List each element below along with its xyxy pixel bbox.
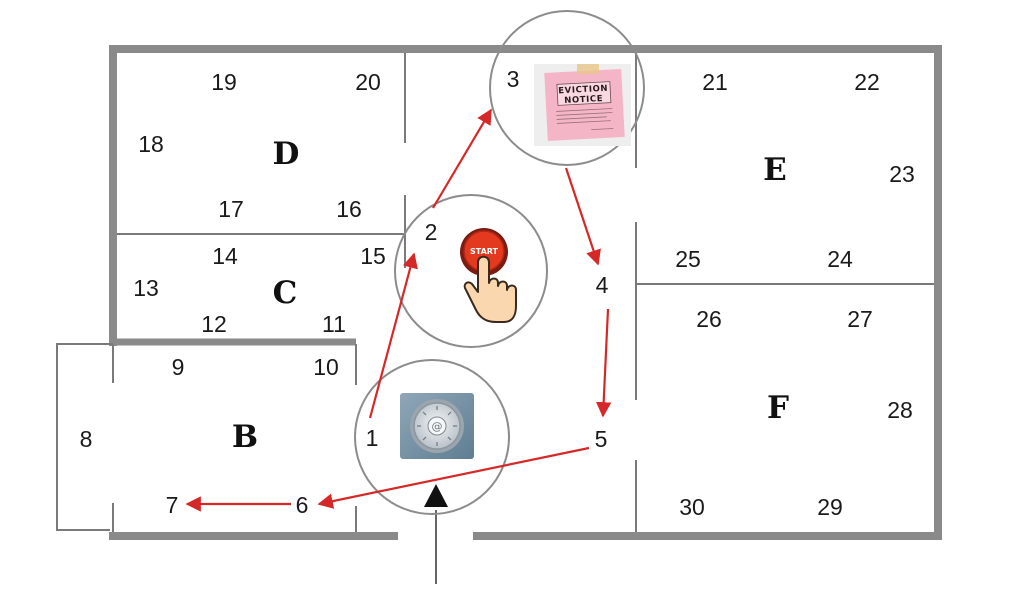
pos-24: 24 [827, 246, 853, 272]
circle-eviction [489, 10, 645, 166]
entrance [424, 484, 448, 584]
room-label-c: C [273, 275, 298, 311]
start-button-press-icon: START [460, 228, 517, 323]
pos-5: 5 [595, 426, 608, 452]
pos-8: 8 [80, 426, 93, 452]
pos-12: 12 [201, 311, 227, 337]
pos-3: 3 [507, 66, 520, 92]
pos-7: 7 [166, 492, 179, 518]
pos-20: 20 [355, 69, 381, 95]
pos-4: 4 [596, 272, 609, 298]
pos-2: 2 [425, 219, 438, 245]
pos-22: 22 [854, 69, 880, 95]
pos-10: 10 [313, 354, 339, 380]
pos-15: 15 [360, 243, 386, 269]
pos-25: 25 [675, 246, 701, 272]
entrance-arrow-icon [424, 484, 448, 507]
pos-9: 9 [172, 354, 185, 380]
pos-1: 1 [366, 425, 379, 451]
room-labels: D C B E F [232, 136, 789, 455]
room-label-b: B [232, 419, 258, 455]
pos-27: 27 [847, 306, 873, 332]
start-label: START [470, 247, 499, 256]
pos-16: 16 [336, 196, 362, 222]
pos-17: 17 [218, 196, 244, 222]
wall-b-annex [56, 343, 113, 531]
position-numbers: 1 2 3 4 5 6 7 8 9 10 11 12 13 14 15 16 1… [80, 66, 915, 520]
eviction-notice-icon: EVICTION NOTICE [534, 64, 631, 146]
wall-clock-at-symbol-icon: @ [400, 393, 474, 459]
pos-21: 21 [702, 69, 728, 95]
pos-26: 26 [696, 306, 722, 332]
route-5-to-6 [317, 446, 590, 509]
notice-title-line1: EVICTION [558, 84, 608, 97]
pos-28: 28 [887, 397, 913, 423]
pos-30: 30 [679, 494, 705, 520]
room-label-d: D [273, 136, 300, 172]
highlight-circles [354, 10, 645, 515]
room-label-e: E [763, 152, 787, 188]
route-4-to-5 [595, 308, 612, 418]
pos-13: 13 [133, 275, 159, 301]
svg-text:@: @ [432, 420, 443, 433]
pos-19: 19 [211, 69, 237, 95]
interior-walls [56, 53, 934, 532]
route-arrows [185, 108, 612, 512]
route-2-to-3 [432, 108, 492, 209]
room-label-f: F [767, 390, 789, 426]
pos-29: 29 [817, 494, 843, 520]
pos-18: 18 [138, 131, 164, 157]
wall-top-left [109, 45, 942, 540]
pos-11: 11 [322, 311, 346, 337]
pos-14: 14 [212, 243, 238, 269]
route-1-to-2 [368, 252, 418, 419]
notice-title-line2: NOTICE [564, 94, 603, 106]
pos-23: 23 [889, 161, 915, 187]
circle-clock [354, 359, 510, 515]
pos-6: 6 [296, 492, 309, 518]
outer-walls [109, 45, 942, 540]
circle-start [394, 194, 548, 348]
route-3-to-4 [564, 167, 601, 266]
